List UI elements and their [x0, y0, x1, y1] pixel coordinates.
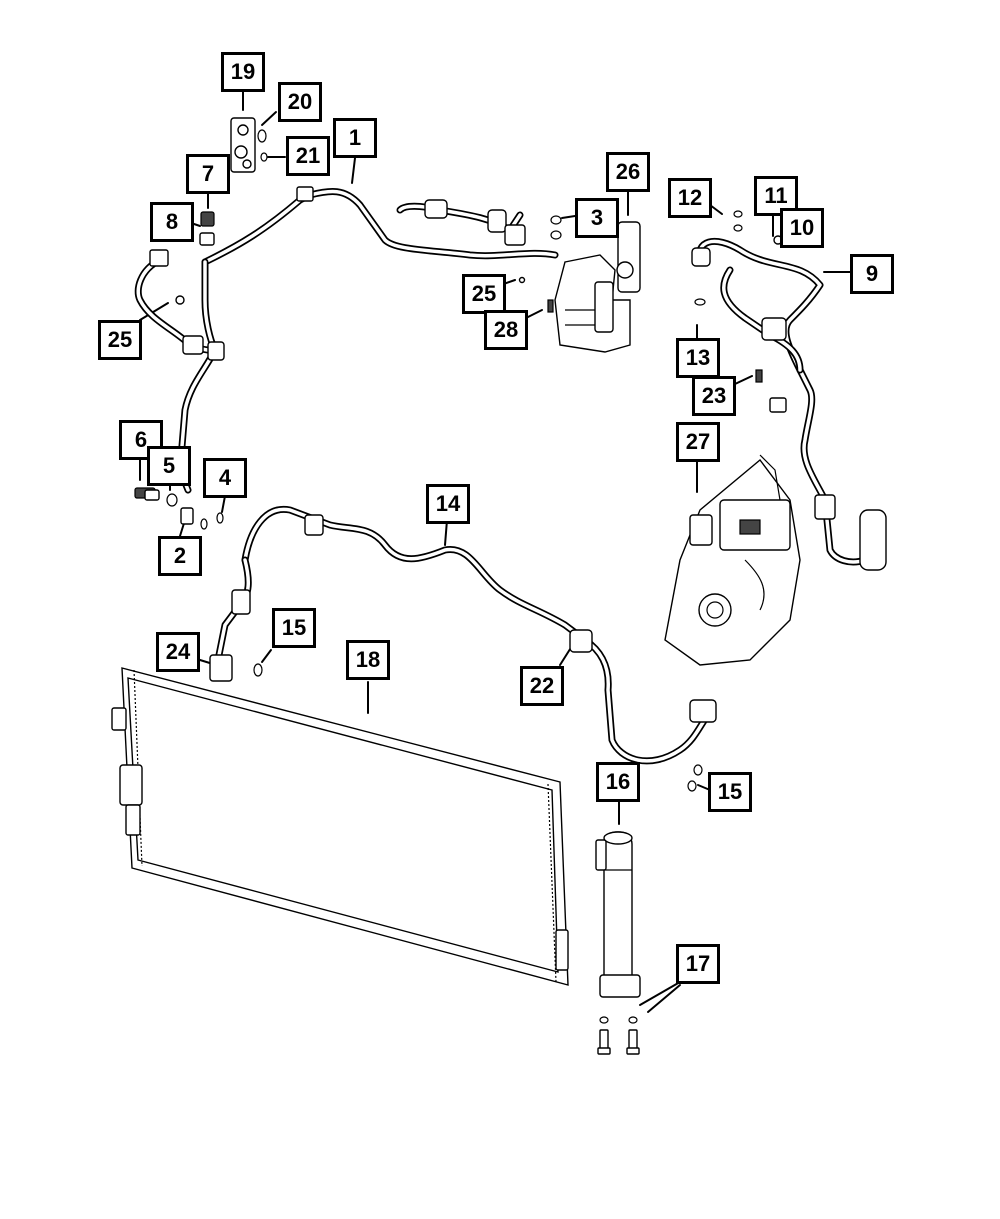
evaporator-housing-icon	[518, 221, 641, 353]
callout-25-left[interactable]: 25	[98, 320, 142, 360]
callout-10[interactable]: 10	[780, 208, 824, 248]
callout-8[interactable]: 8	[150, 202, 194, 242]
pressure-switch-icon	[134, 487, 224, 530]
callout-20[interactable]: 20	[278, 82, 322, 122]
callout-1[interactable]: 1	[333, 118, 377, 158]
callout-28[interactable]: 28	[484, 310, 528, 350]
callout-7[interactable]: 7	[186, 154, 230, 194]
compressor-icon	[664, 454, 801, 666]
ac-line-assembly-9	[691, 210, 887, 571]
receiver-drier-icon	[595, 831, 641, 998]
valve-cap-icon	[199, 211, 215, 246]
callout-14[interactable]: 14	[426, 484, 470, 524]
callout-23[interactable]: 23	[692, 376, 736, 416]
expansion-valve-icon	[230, 117, 268, 173]
callout-17[interactable]: 17	[676, 944, 720, 984]
callout-22[interactable]: 22	[520, 666, 564, 706]
callout-3[interactable]: 3	[575, 198, 619, 238]
callout-2[interactable]: 2	[158, 536, 202, 576]
callout-9[interactable]: 9	[850, 254, 894, 294]
callout-18[interactable]: 18	[346, 640, 390, 680]
callout-25-top[interactable]: 25	[462, 274, 506, 314]
callout-12[interactable]: 12	[668, 178, 712, 218]
callout-26[interactable]: 26	[606, 152, 650, 192]
condenser-icon	[111, 667, 569, 986]
ac-line-assembly-14	[209, 505, 717, 792]
callout-5[interactable]: 5	[147, 446, 191, 486]
callout-27[interactable]: 27	[676, 422, 720, 462]
callout-16[interactable]: 16	[596, 762, 640, 802]
callout-15-left[interactable]: 15	[272, 608, 316, 648]
callout-21[interactable]: 21	[286, 136, 330, 176]
callout-24[interactable]: 24	[156, 632, 200, 672]
bolt-icon	[597, 1016, 640, 1055]
callout-19[interactable]: 19	[221, 52, 265, 92]
callout-15-right[interactable]: 15	[708, 772, 752, 812]
callout-4[interactable]: 4	[203, 458, 247, 498]
ac-line-assembly-25	[134, 249, 225, 494]
callout-13[interactable]: 13	[676, 338, 720, 378]
ac-line-assembly-1	[201, 186, 562, 266]
